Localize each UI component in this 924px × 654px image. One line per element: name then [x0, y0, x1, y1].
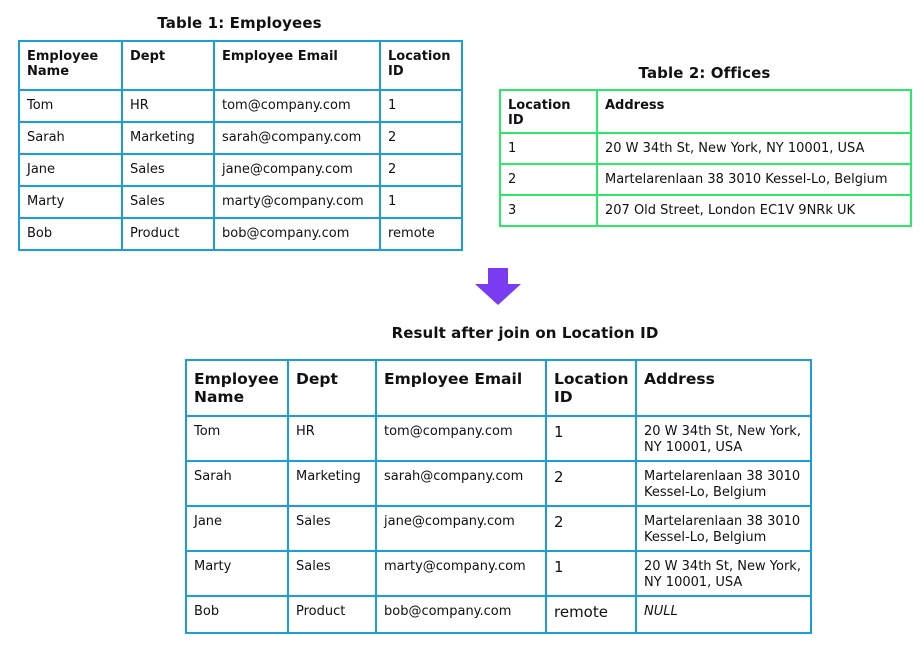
table-cell: Martelarenlaan 38 3010 Kessel-Lo, Belgiu…: [596, 163, 912, 196]
column-header: Address: [635, 359, 812, 417]
table-row: Tom HR tom@company.com 1: [18, 89, 463, 123]
table-cell: remote: [379, 217, 463, 251]
table2-title: Table 2: Offices: [638, 64, 771, 82]
table-cell: Bob: [185, 595, 289, 634]
table-row: Sarah Marketing sarah@company.com 2 Mart…: [185, 460, 812, 507]
table-cell: 1: [499, 132, 598, 165]
table-cell: Marty: [185, 550, 289, 597]
table-header-row: Employee Name Dept Employee Email Locati…: [185, 359, 812, 417]
table-cell: NULL: [635, 595, 812, 634]
table-cell: 1: [379, 185, 463, 219]
result-title: Result after join on Location ID: [391, 324, 659, 342]
table-cell: Jane: [18, 153, 123, 187]
table-cell: marty@company.com: [213, 185, 381, 219]
table-row: Tom HR tom@company.com 1 20 W 34th St, N…: [185, 415, 812, 462]
table-cell: sarah@company.com: [213, 121, 381, 155]
table-row: 3 207 Old Street, London EC1V 9NRk UK: [499, 194, 912, 227]
table-cell: Marketing: [121, 121, 215, 155]
table-row: Bob Product bob@company.com remote: [18, 217, 463, 251]
table1-title: Table 1: Employees: [157, 14, 322, 32]
table-cell: 207 Old Street, London EC1V 9NRk UK: [596, 194, 912, 227]
table-cell: jane@company.com: [213, 153, 381, 187]
column-header: Location ID: [545, 359, 637, 417]
table-cell: Marketing: [287, 460, 377, 507]
table-cell: HR: [121, 89, 215, 123]
column-header: Location ID: [499, 89, 598, 134]
table-cell: tom@company.com: [213, 89, 381, 123]
down-arrow-icon: [475, 268, 521, 305]
table-cell: 1: [545, 415, 637, 462]
column-header: Employee Email: [213, 40, 381, 91]
table-cell: Martelarenlaan 38 3010 Kessel-Lo, Belgiu…: [635, 505, 812, 552]
table-cell: 20 W 34th St, New York, NY 10001, USA: [635, 550, 812, 597]
table-cell: remote: [545, 595, 637, 634]
column-header: Dept: [121, 40, 215, 91]
table-cell: 1: [379, 89, 463, 123]
column-header: Employee Name: [185, 359, 289, 417]
table-cell: Product: [121, 217, 215, 251]
table-cell: Sarah: [18, 121, 123, 155]
table-cell: 2: [545, 460, 637, 507]
column-header: Employee Email: [375, 359, 547, 417]
table-cell: tom@company.com: [375, 415, 547, 462]
table-header-row: Location ID Address: [499, 89, 912, 134]
column-header: Address: [596, 89, 912, 134]
table-cell: Sales: [287, 550, 377, 597]
table-row: 1 20 W 34th St, New York, NY 10001, USA: [499, 132, 912, 165]
table-cell: Tom: [185, 415, 289, 462]
table-cell: marty@company.com: [375, 550, 547, 597]
column-header: Employee Name: [18, 40, 123, 91]
table-cell: Tom: [18, 89, 123, 123]
table-cell: sarah@company.com: [375, 460, 547, 507]
column-header: Dept: [287, 359, 377, 417]
table-cell: bob@company.com: [375, 595, 547, 634]
table-cell: 1: [545, 550, 637, 597]
table-row: Marty Sales marty@company.com 1 20 W 34t…: [185, 550, 812, 597]
offices-table: Location ID Address 1 20 W 34th St, New …: [499, 89, 912, 227]
result-table: Employee Name Dept Employee Email Locati…: [185, 359, 812, 634]
column-header: Location ID: [379, 40, 463, 91]
table-cell: 2: [545, 505, 637, 552]
table-cell: HR: [287, 415, 377, 462]
table-cell: bob@company.com: [213, 217, 381, 251]
down-arrow-shape: [475, 268, 521, 305]
table-header-row: Employee Name Dept Employee Email Locati…: [18, 40, 463, 91]
table-cell: 2: [379, 121, 463, 155]
table-cell: Sales: [121, 185, 215, 219]
employees-table: Employee Name Dept Employee Email Locati…: [18, 40, 463, 251]
table-cell: Sales: [121, 153, 215, 187]
table-row: Jane Sales jane@company.com 2 Martelaren…: [185, 505, 812, 552]
table-cell: Jane: [185, 505, 289, 552]
table-cell: 2: [379, 153, 463, 187]
table-cell: Sales: [287, 505, 377, 552]
table-row: Bob Product bob@company.com remote NULL: [185, 595, 812, 634]
table-row: Sarah Marketing sarah@company.com 2: [18, 121, 463, 155]
table-cell: 20 W 34th St, New York, NY 10001, USA: [596, 132, 912, 165]
table-cell: 20 W 34th St, New York, NY 10001, USA: [635, 415, 812, 462]
table-row: 2 Martelarenlaan 38 3010 Kessel-Lo, Belg…: [499, 163, 912, 196]
table-cell: Marty: [18, 185, 123, 219]
table-row: Jane Sales jane@company.com 2: [18, 153, 463, 187]
table-cell: 3: [499, 194, 598, 227]
table-cell: Bob: [18, 217, 123, 251]
table-cell: Martelarenlaan 38 3010 Kessel-Lo, Belgiu…: [635, 460, 812, 507]
table-cell: jane@company.com: [375, 505, 547, 552]
table-cell: Product: [287, 595, 377, 634]
table-cell: 2: [499, 163, 598, 196]
table-cell: Sarah: [185, 460, 289, 507]
table-row: Marty Sales marty@company.com 1: [18, 185, 463, 219]
